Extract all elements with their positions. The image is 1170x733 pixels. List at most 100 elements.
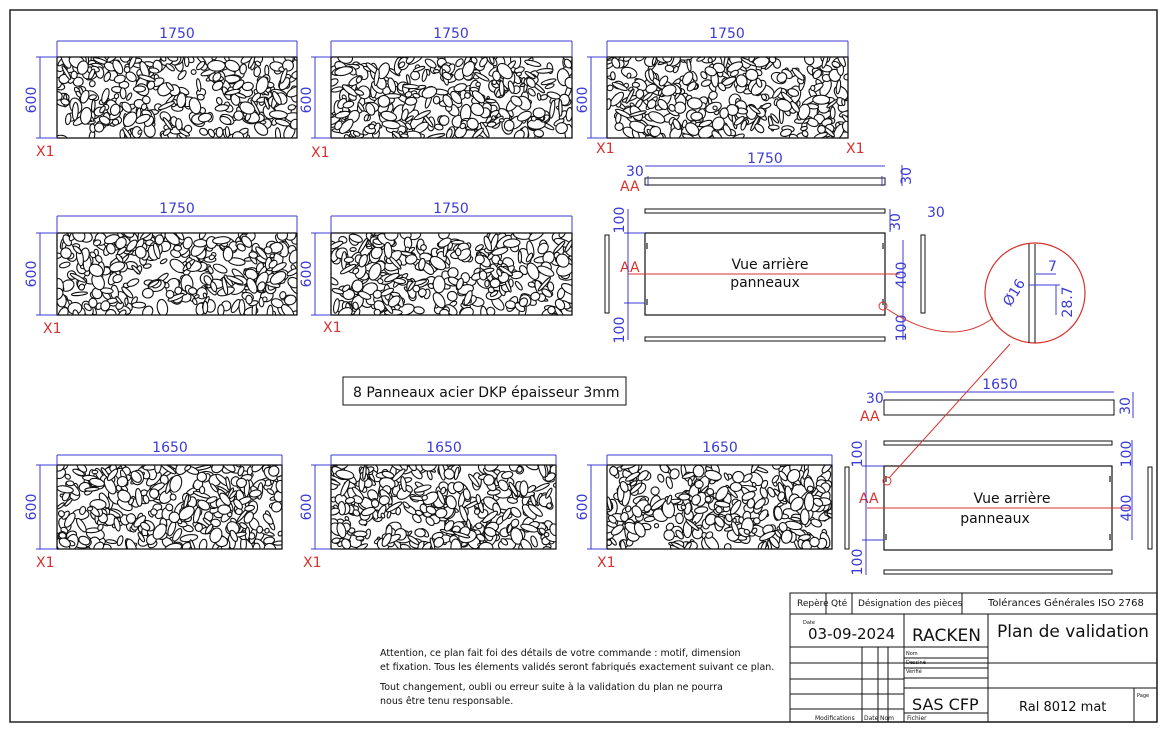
perforation-hole bbox=[518, 297, 529, 307]
perforation-hole bbox=[98, 115, 111, 125]
perforation-hole bbox=[543, 531, 550, 538]
perforation-hole bbox=[466, 117, 479, 130]
perforation-hole bbox=[488, 57, 495, 65]
perforation-hole bbox=[268, 110, 288, 120]
perforation-hole bbox=[187, 287, 198, 295]
perforation-hole bbox=[331, 507, 340, 516]
perforation-hole bbox=[537, 242, 549, 255]
perforation-hole bbox=[788, 133, 799, 138]
perforation-hole bbox=[89, 477, 105, 487]
rear-view-2: 1650 30 AA 30 AA Vue arrière panneaux 10… bbox=[844, 343, 1153, 575]
perforation-hole bbox=[357, 290, 372, 300]
perforation-hole bbox=[835, 79, 842, 95]
perforation-hole bbox=[232, 79, 245, 91]
perforation-hole bbox=[500, 538, 509, 546]
perforation-hole bbox=[230, 298, 241, 314]
perforation-hole bbox=[668, 103, 676, 112]
perforation-hole bbox=[661, 84, 677, 97]
perforation-hole bbox=[653, 523, 660, 529]
perforation-hole bbox=[461, 61, 476, 77]
material-note: 8 Panneaux acier DKP épaisseur 3mm bbox=[353, 385, 620, 401]
perforation-hole bbox=[685, 122, 700, 136]
perforation-hole bbox=[817, 125, 826, 134]
perforation-hole bbox=[395, 506, 402, 516]
perforation-hole bbox=[221, 276, 229, 296]
tb-fichier: Fichier bbox=[907, 715, 927, 722]
perforation-hole bbox=[119, 129, 126, 138]
perforation-pattern bbox=[57, 465, 282, 549]
perforation-hole bbox=[487, 286, 495, 294]
perforation-hole bbox=[344, 496, 356, 504]
perforation-hole bbox=[658, 75, 669, 87]
tb-page: Page bbox=[1137, 693, 1149, 699]
perforation-hole bbox=[564, 239, 572, 253]
perforation-hole bbox=[635, 89, 645, 99]
perforation-hole bbox=[729, 499, 742, 515]
panel-quantity: X1 bbox=[311, 145, 330, 161]
perforation-hole bbox=[237, 465, 245, 477]
perforation-hole bbox=[245, 294, 253, 305]
perforation-hole bbox=[453, 83, 467, 93]
perforation-hole bbox=[260, 120, 267, 125]
perforation-hole bbox=[520, 523, 539, 533]
perforation-hole bbox=[70, 291, 89, 297]
perforation-hole bbox=[331, 537, 341, 544]
perforation-hole bbox=[810, 518, 823, 528]
perforation-hole bbox=[748, 104, 761, 115]
perforation-hole bbox=[610, 524, 624, 536]
perforation-hole bbox=[199, 127, 209, 136]
panels-group bbox=[56, 56, 849, 550]
panel-outline bbox=[56, 232, 298, 316]
panel-outline bbox=[606, 464, 833, 550]
perforation-hole bbox=[241, 235, 253, 248]
perforation-hole bbox=[150, 508, 158, 516]
perforation-hole bbox=[629, 110, 647, 117]
perforation-hole bbox=[78, 283, 86, 291]
perforation-hole bbox=[544, 83, 555, 90]
perforation-hole bbox=[648, 68, 655, 82]
perforation-hole bbox=[105, 243, 116, 255]
perforation-hole bbox=[545, 487, 553, 499]
perforation-hole bbox=[238, 299, 246, 315]
perforation-hole bbox=[142, 263, 152, 269]
perforation-hole bbox=[408, 465, 417, 472]
perforation-hole bbox=[65, 480, 75, 487]
perforation-hole bbox=[97, 523, 104, 531]
panel-quantity: X1 bbox=[597, 555, 616, 571]
perforation-pattern bbox=[607, 57, 848, 138]
section-label: AA bbox=[620, 260, 640, 276]
dim-400: 400 bbox=[1119, 495, 1135, 522]
perforation-hole bbox=[780, 128, 792, 137]
dim-30: 30 bbox=[927, 205, 945, 221]
panel-height-label: 600 bbox=[24, 494, 40, 521]
panel-top-1: 1750 600 X1 bbox=[24, 26, 298, 160]
perforation-pattern bbox=[57, 57, 297, 138]
perforation-hole bbox=[331, 276, 339, 286]
perforation-hole bbox=[255, 76, 269, 95]
perforation-hole bbox=[607, 514, 617, 524]
panel-width-label: 1750 bbox=[433, 201, 469, 217]
perforation-hole bbox=[748, 57, 756, 63]
dim-400: 400 bbox=[894, 262, 910, 289]
perforation-hole bbox=[649, 125, 662, 138]
perforation-hole bbox=[413, 110, 431, 121]
rear-top-profile bbox=[883, 399, 1115, 416]
perforation-hole bbox=[115, 296, 123, 305]
perforation-hole bbox=[470, 102, 485, 117]
perforation-hole bbox=[387, 295, 401, 308]
perforation-hole bbox=[455, 277, 464, 290]
perforation-hole bbox=[266, 304, 274, 315]
perforation-hole bbox=[690, 111, 704, 121]
rear-view-label: Vue arrière bbox=[974, 491, 1051, 507]
perforation-hole bbox=[841, 120, 848, 133]
perforation-hole bbox=[729, 69, 739, 78]
perforation-hole bbox=[358, 253, 368, 268]
detail-dim-7: 7 bbox=[1048, 259, 1057, 275]
perforation-hole bbox=[815, 485, 826, 494]
perforation-hole bbox=[733, 116, 745, 126]
perforation-hole bbox=[412, 92, 421, 99]
perforation-hole bbox=[546, 281, 555, 292]
perforation-hole bbox=[214, 104, 229, 112]
perforation-hole bbox=[432, 69, 440, 74]
perforation-hole bbox=[398, 61, 406, 69]
